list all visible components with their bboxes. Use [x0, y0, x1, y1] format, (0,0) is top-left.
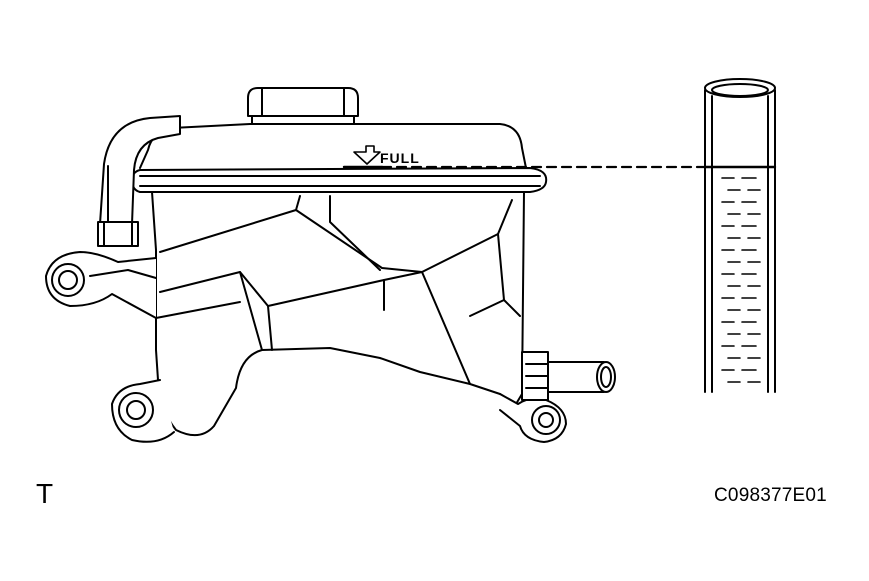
tank-lower-body — [139, 191, 525, 437]
figure-code-label: C098377E01 — [714, 485, 827, 506]
lower-left-bracket — [111, 379, 175, 443]
tank-upper-section — [131, 123, 548, 193]
corner-letter-label: T — [36, 478, 54, 509]
coolant-fill — [721, 177, 761, 383]
upper-left-bracket — [45, 251, 157, 319]
full-level-mark: FULL — [342, 145, 420, 169]
inlet-hose — [97, 115, 181, 247]
lower-right-bracket — [499, 393, 567, 443]
outlet-pipe — [521, 351, 616, 401]
level-sight-tube — [703, 78, 777, 393]
full-label: FULL — [380, 150, 420, 166]
reservoir-cap — [247, 87, 359, 125]
